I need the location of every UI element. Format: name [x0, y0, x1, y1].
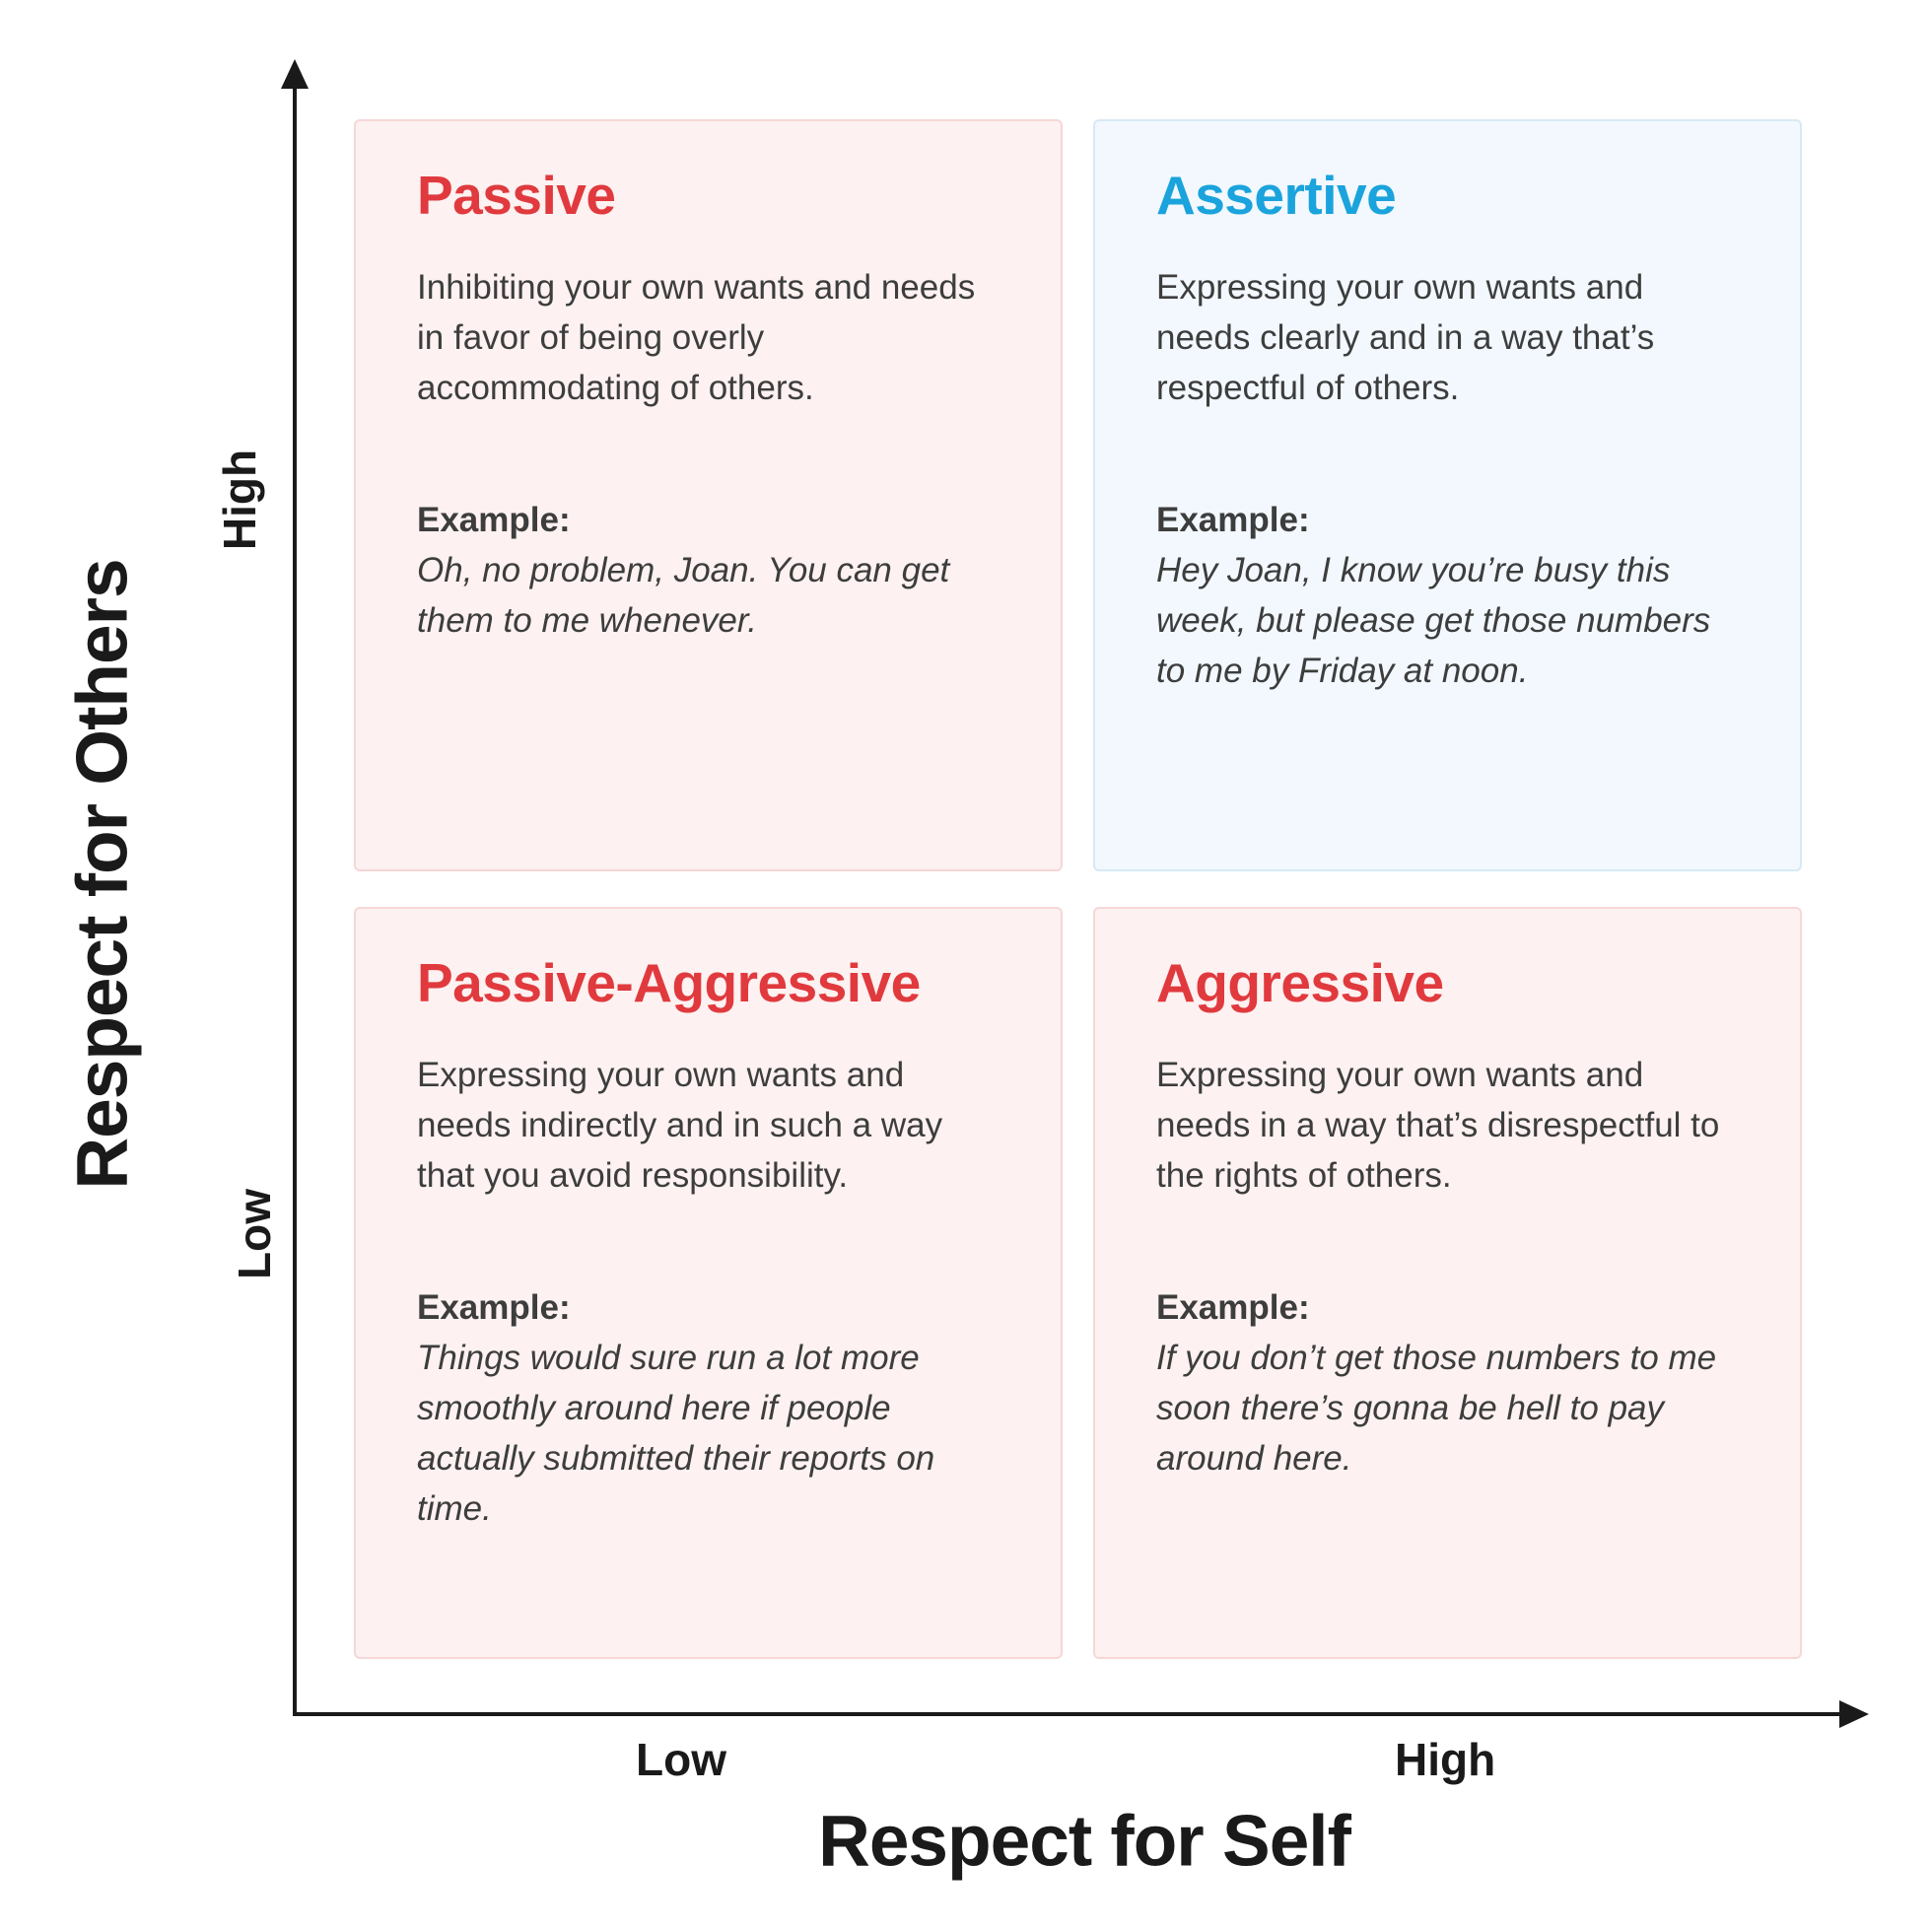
example-text: If you don’t get those numbers to me soo…: [1156, 1339, 1717, 1478]
y-axis-arrowhead: [281, 59, 309, 89]
example-label: Example:: [417, 501, 571, 539]
quadrant-description: Inhibiting your own wants and needs in f…: [417, 268, 976, 407]
quadrant-assertive: Assertive Expressing your own wants and …: [1093, 119, 1802, 871]
quadrant-title: Assertive: [1156, 165, 1397, 226]
quadrant-title: Passive: [417, 165, 616, 226]
x-axis-arrowhead: [1839, 1700, 1869, 1728]
example-label: Example:: [1156, 1288, 1310, 1327]
example-label: Example:: [1156, 501, 1310, 539]
y-axis-low-label: Low: [229, 1189, 280, 1279]
y-axis-title: Respect for Others: [62, 559, 143, 1190]
quadrant-description: Expressing your own wants and needs clea…: [1156, 268, 1655, 407]
x-axis-title: Respect for Self: [818, 1801, 1351, 1882]
quadrant-title: Aggressive: [1156, 952, 1444, 1013]
example-text: Oh, no problem, Joan. You can get them t…: [417, 551, 950, 640]
quadrant-description: Expressing your own wants and needs indi…: [417, 1056, 943, 1195]
quadrant-passive: Passive Inhibiting your own wants and ne…: [354, 119, 1063, 871]
x-axis-high-label: High: [1395, 1734, 1496, 1785]
quadrant-aggressive: Aggressive Expressing your own wants and…: [1093, 907, 1802, 1659]
example-text: Hey Joan, I know you’re busy this week, …: [1156, 551, 1711, 690]
quadrant-passive-aggressive: Passive-Aggressive Expressing your own w…: [354, 907, 1063, 1659]
quadrant-description: Expressing your own wants and needs in a…: [1156, 1056, 1720, 1195]
y-axis-high-label: High: [214, 448, 265, 551]
example-label: Example:: [417, 1288, 571, 1327]
quadrant-title: Passive-Aggressive: [417, 952, 921, 1013]
example-text: Things would sure run a lot more smoothl…: [417, 1339, 935, 1528]
x-axis-low-label: Low: [636, 1734, 726, 1785]
